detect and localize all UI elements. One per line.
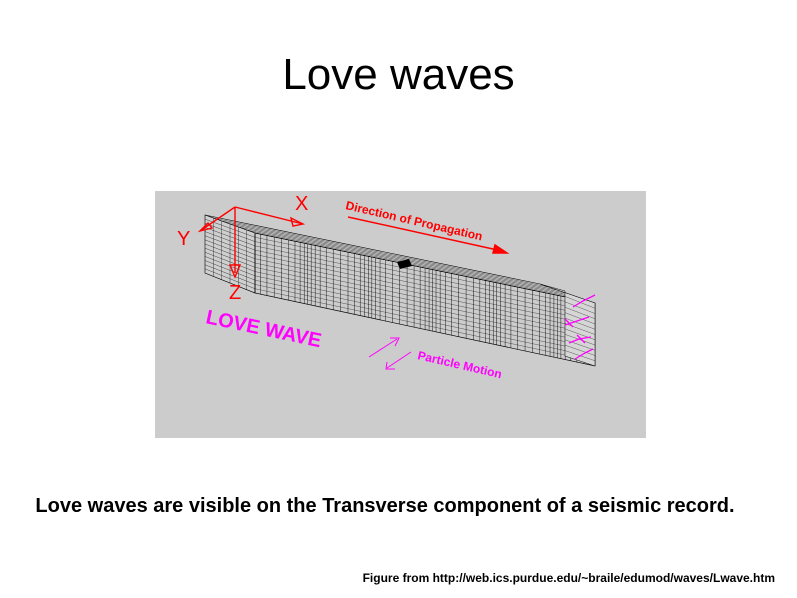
slide-title: Love waves	[282, 50, 515, 99]
figure-source-credit: Figure from http://web.ics.purdue.edu/~b…	[362, 571, 775, 585]
end-motion-markers	[564, 294, 596, 360]
propagation-arrow	[347, 216, 510, 254]
love-wave-label: LOVE WAVE	[204, 306, 323, 352]
love-wave-diagram: X Y Z Direction of Propagation LOVE WAVE…	[177, 193, 596, 381]
particle-marker	[397, 259, 412, 269]
axis-y-label: Y	[177, 228, 190, 250]
block-side-face	[204, 214, 596, 367]
particle-motion-arrows	[368, 337, 412, 370]
particle-motion-label: Particle Motion	[416, 348, 503, 381]
slide-caption: Love waves are visible on the Transverse…	[35, 495, 735, 517]
axis-x-label: X	[295, 193, 308, 215]
axis-z-label: Z	[229, 282, 241, 304]
love-wave-figure: X Y Z Direction of Propagation LOVE WAVE…	[155, 191, 646, 438]
block-end-face	[539, 283, 596, 367]
axes	[197, 206, 306, 279]
